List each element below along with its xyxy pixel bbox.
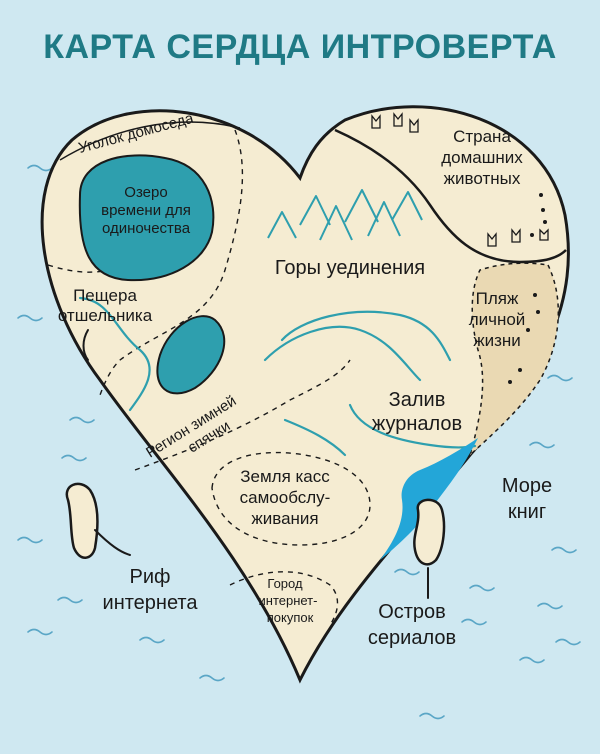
label-reef: Риф интернета: [103, 566, 199, 614]
svg-text:интернет-: интернет-: [259, 593, 318, 608]
svg-text:Море: Море: [502, 475, 552, 497]
label-city: Город интернет- покупок: [259, 576, 318, 625]
lake-small: [156, 315, 226, 395]
svg-text:Остров: Остров: [378, 601, 446, 623]
svg-text:домашних: домашних: [441, 148, 523, 167]
label-sea: Море книг: [502, 475, 552, 523]
label-pets: Страна домашних животных: [441, 127, 523, 188]
pet-cats: [371, 112, 549, 247]
beach-dots: [508, 193, 547, 384]
lake-solitude: [78, 154, 215, 282]
svg-text:животных: животных: [444, 169, 521, 188]
svg-text:Залив: Залив: [389, 389, 446, 411]
svg-text:живания: живания: [251, 509, 318, 528]
pets-border: [334, 128, 567, 264]
svg-text:интернета: интернета: [103, 592, 199, 614]
svg-text:Озеро: Озеро: [124, 184, 167, 201]
label-checkout: Земля касс самообслу- живания: [240, 467, 331, 528]
svg-text:Риф: Риф: [130, 566, 171, 588]
svg-text:журналов: журналов: [372, 413, 462, 435]
label-lake: Озеро времени для одиночества: [101, 184, 191, 237]
map-title: КАРТА СЕРДЦА ИНТРОВЕРТА: [43, 28, 557, 66]
label-bay: Залив журналов: [372, 389, 462, 435]
svg-text:личной: личной: [469, 310, 526, 329]
svg-text:времени для: времени для: [101, 202, 191, 219]
svg-text:Земля касс: Земля касс: [240, 467, 330, 486]
svg-text:Пляж: Пляж: [476, 289, 519, 308]
svg-text:Страна: Страна: [453, 127, 511, 146]
svg-text:одиночества: одиночества: [102, 220, 191, 237]
ugolok-border: [59, 121, 241, 161]
label-island: Остров сериалов: [368, 601, 456, 649]
label-mountains: Горы уединения: [275, 257, 425, 279]
svg-text:книг: книг: [508, 501, 546, 523]
series-island: [413, 498, 446, 566]
svg-text:самообслу-: самообслу-: [240, 488, 331, 507]
svg-text:Город: Город: [267, 576, 303, 591]
mountains: [267, 189, 423, 241]
pointer-lines: [82, 329, 429, 599]
label-cave: Пещера отшельника: [58, 286, 153, 325]
svg-text:Пещера: Пещера: [73, 286, 137, 305]
svg-text:жизни: жизни: [473, 331, 521, 350]
label-beach: Пляж личной жизни: [469, 289, 526, 350]
reef-island: [65, 482, 99, 559]
svg-text:покупок: покупок: [267, 610, 314, 625]
svg-text:сериалов: сериалов: [368, 627, 456, 649]
svg-text:отшельника: отшельника: [58, 306, 153, 325]
rivers: [78, 296, 477, 457]
